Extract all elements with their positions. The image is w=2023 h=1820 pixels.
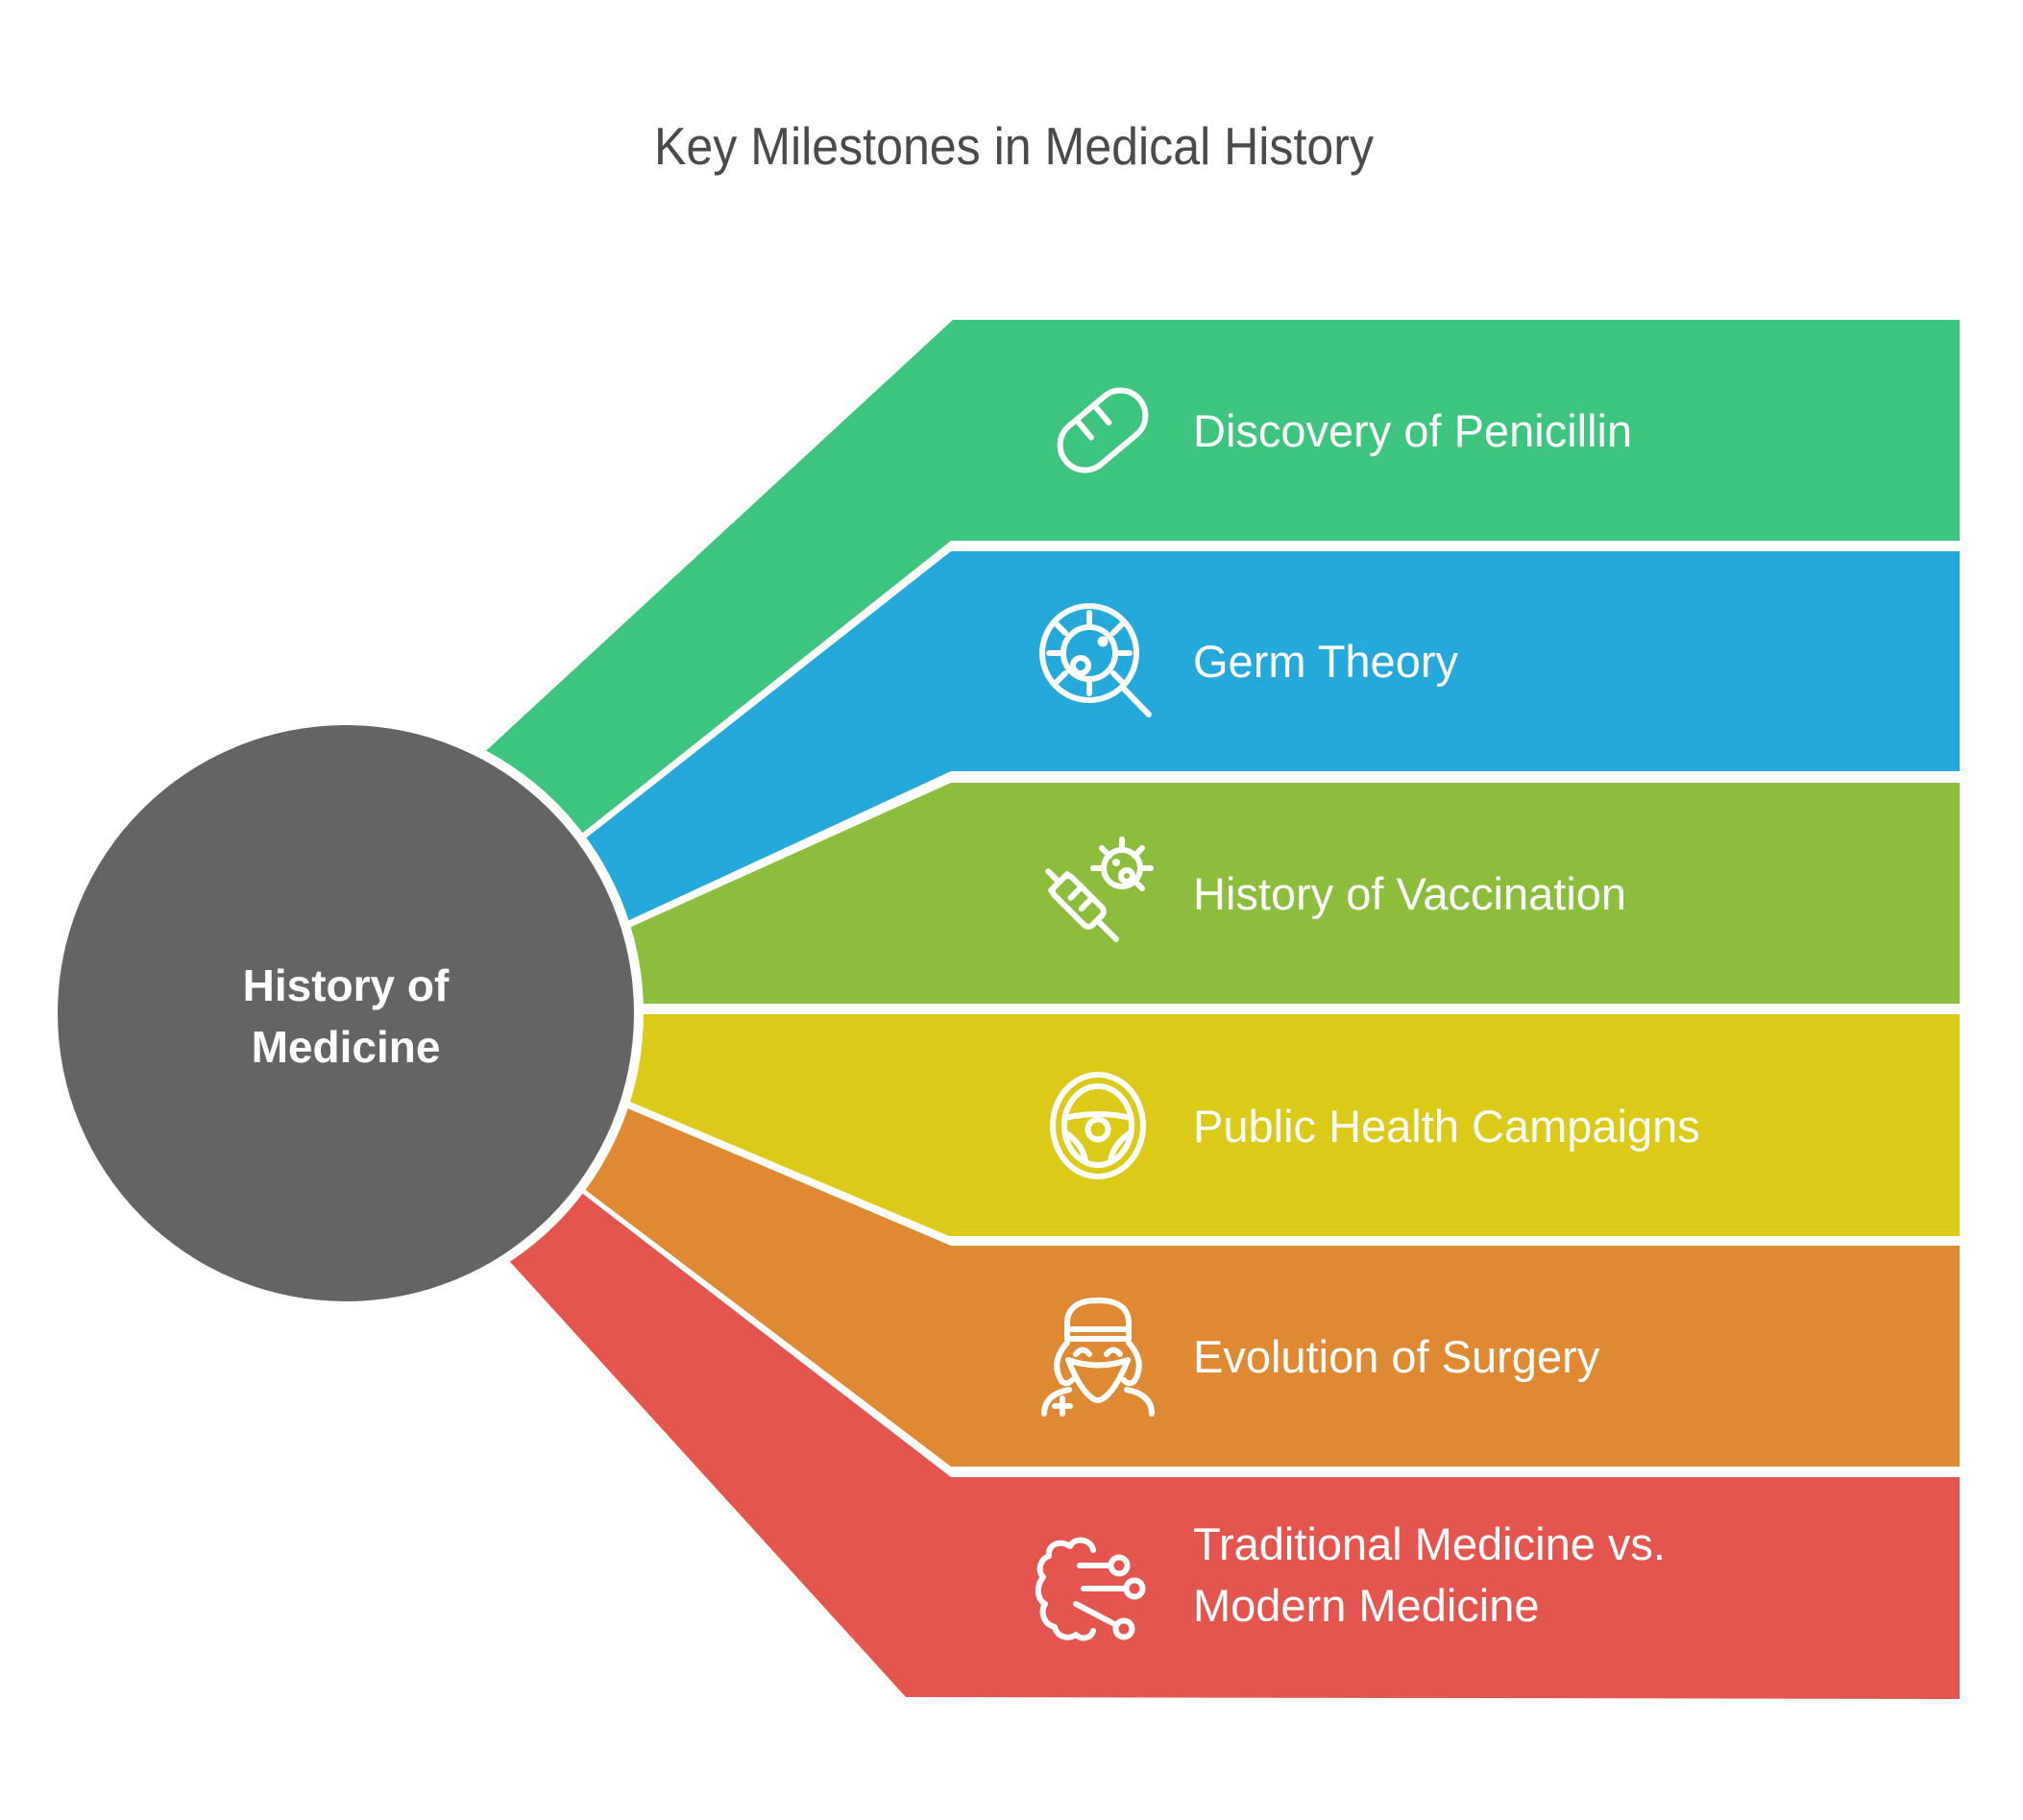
band-shape-surgery <box>473 1061 1960 1467</box>
band-label-traditional-line1: Traditional Medicine vs. <box>1193 1518 1666 1569</box>
page-title: Key Milestones in Medical History <box>654 116 1374 176</box>
band-label-penicillin: Discovery of Penicillin <box>1193 405 1632 456</box>
band-label-vaccination: History of Vaccination <box>1193 868 1626 919</box>
capsule-icon <box>1057 387 1149 473</box>
germ-magnifier-icon <box>1039 603 1152 717</box>
band-shape-penicillin <box>365 320 1960 920</box>
center-label-line2: Medicine <box>252 1022 441 1072</box>
band-discovery-of-penicillin: Discovery of Penicillin <box>365 320 1960 920</box>
surgeon-icon <box>1041 1298 1155 1417</box>
band-evolution-of-surgery: Evolution of Surgery <box>473 1061 1960 1467</box>
syringe-germ-icon <box>1045 837 1154 942</box>
center-label-line1: History of <box>243 960 450 1010</box>
brain-circuit-icon <box>1036 1537 1146 1641</box>
band-label-germ-theory: Germ Theory <box>1193 636 1458 687</box>
band-label-traditional-line2: Modern Medicine <box>1193 1580 1540 1631</box>
band-shape-vaccination <box>514 783 1960 1004</box>
band-shape-traditional-modern <box>474 1114 1960 1699</box>
band-label-surgery: Evolution of Surgery <box>1193 1331 1600 1382</box>
steering-wheel-icon <box>1050 1072 1146 1179</box>
band-traditional-vs-modern: Traditional Medicine vs. Modern Medicine <box>474 1114 1960 1699</box>
band-history-of-vaccination: History of Vaccination <box>514 783 1960 1004</box>
band-shape-public-health <box>511 1014 1960 1236</box>
band-public-health-campaigns: Public Health Campaigns <box>511 1014 1960 1236</box>
band-germ-theory: Germ Theory <box>475 551 1960 975</box>
band-shape-germ-theory <box>475 551 1960 975</box>
center-circle <box>58 725 634 1301</box>
band-label-public-health: Public Health Campaigns <box>1193 1101 1700 1152</box>
